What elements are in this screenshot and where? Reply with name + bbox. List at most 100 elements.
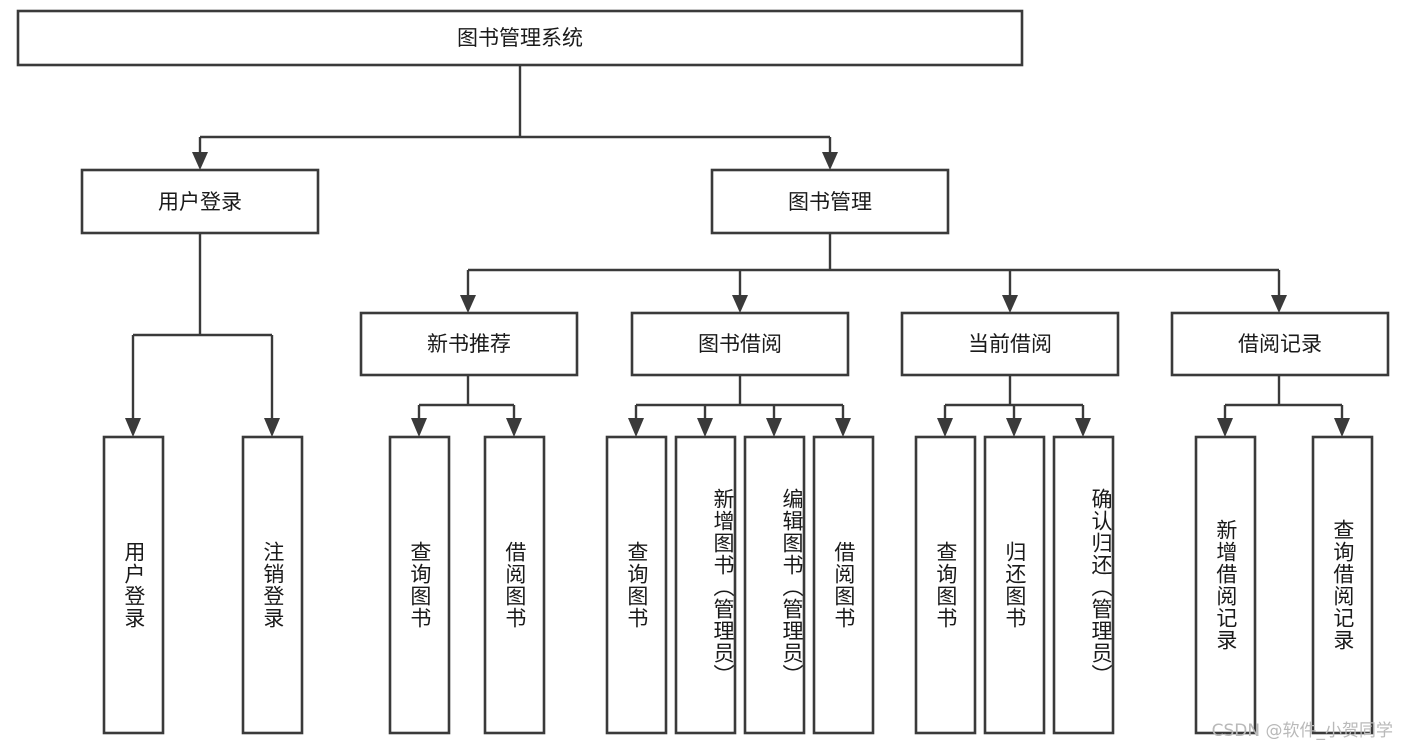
node-leaf-return-book-box[interactable] [983, 435, 1046, 735]
node-leaf-user-logout-label: 注销登录 [260, 541, 285, 629]
node-leaf-query-book-rec-label-wrap: 查询图书 [407, 541, 432, 629]
arrow-head-leaf-return-book [1006, 418, 1022, 437]
node-leaf-borrow-book-rec-label: 借阅图书 [502, 541, 527, 629]
arrow-head-current-borrow [1002, 295, 1018, 313]
node-leaf-query-borrow-record-label-wrap: 查询借阅记录 [1330, 519, 1355, 651]
node-leaf-query-book-current[interactable]: 查询图书 [914, 435, 977, 735]
node-borrow-record[interactable]: 借阅记录 [1170, 311, 1390, 377]
node-leaf-borrow-book-rec[interactable]: 借阅图书 [483, 435, 546, 735]
csdn-watermark: CSDN @软件_小贺同学 [1211, 721, 1393, 741]
node-leaf-query-book-rec[interactable]: 查询图书 [388, 435, 451, 735]
connector-group-current-borrow [937, 375, 1091, 437]
arrow-head-leaf-user-logout [264, 418, 280, 437]
node-user-login[interactable]: 用户登录 [80, 168, 320, 235]
node-leaf-query-book-current-label: 查询图书 [933, 541, 958, 629]
node-leaf-borrow-book[interactable]: 借阅图书 [812, 435, 875, 735]
node-leaf-borrow-book-label: 借阅图书 [831, 541, 856, 629]
node-leaf-query-book-current-box[interactable] [914, 435, 977, 735]
node-leaf-add-borrow-record-box[interactable] [1194, 435, 1257, 735]
node-current-borrow-label: 当前借阅 [968, 332, 1052, 356]
node-leaf-add-borrow-record-label: 新增借阅记录 [1213, 519, 1238, 651]
node-leaf-query-book-borrow[interactable]: 查询图书 [605, 435, 668, 735]
node-leaf-user-logout-box[interactable] [241, 435, 304, 735]
node-leaf-query-borrow-record-box[interactable] [1311, 435, 1374, 735]
node-leaf-confirm-return-admin-label: 确认归还（管理员） [1089, 488, 1113, 686]
node-root[interactable]: 图书管理系统 [16, 9, 1024, 67]
node-leaf-query-book-rec-box[interactable] [388, 435, 451, 735]
node-current-borrow[interactable]: 当前借阅 [900, 311, 1120, 377]
node-leaf-query-book-borrow-box[interactable] [605, 435, 668, 735]
node-leaf-edit-book-admin-label: 编辑图书（管理员） [780, 488, 804, 686]
node-leaf-borrow-book-label-wrap: 借阅图书 [831, 541, 856, 629]
arrow-head-leaf-borrow-book [835, 418, 851, 437]
connector-group-book-management [460, 233, 1287, 313]
node-leaf-add-book-admin-box[interactable] [674, 435, 737, 735]
node-new-book-recommend-box[interactable] [359, 311, 579, 377]
connector-group-user-login [125, 233, 280, 437]
arrow-head-leaf-user-login [125, 418, 141, 437]
arrow-head-leaf-add-borrow-record [1217, 418, 1233, 437]
node-leaf-add-book-admin-label: 新增图书（管理员） [711, 488, 735, 686]
arrow-head-book-management [822, 152, 838, 170]
node-leaf-borrow-book-rec-box[interactable] [483, 435, 546, 735]
node-book-borrow-label: 图书借阅 [698, 332, 782, 356]
node-leaf-edit-book-admin[interactable]: 编辑图书（管理员） [743, 435, 806, 735]
node-leaf-query-book-borrow-label: 查询图书 [624, 541, 649, 629]
node-leaf-confirm-return-admin[interactable]: 确认归还（管理员） [1052, 435, 1115, 735]
node-leaf-user-login-label: 用户登录 [121, 541, 146, 629]
node-leaf-return-book-label: 归还图书 [1002, 541, 1027, 629]
node-leaf-user-logout[interactable]: 注销登录 [241, 435, 304, 735]
node-new-book-recommend[interactable]: 新书推荐 [359, 311, 579, 377]
node-leaf-borrow-book-box[interactable] [812, 435, 875, 735]
node-user-login-label: 用户登录 [158, 190, 242, 214]
arrow-head-new-book-recommend [460, 295, 476, 313]
node-leaf-return-book[interactable]: 归还图书 [983, 435, 1046, 735]
node-root-label: 图书管理系统 [457, 26, 583, 50]
arrow-head-leaf-query-book-current [937, 418, 953, 437]
node-leaf-confirm-return-admin-box[interactable] [1052, 435, 1115, 735]
node-leaf-user-logout-label-wrap: 注销登录 [260, 541, 285, 629]
node-current-borrow-box[interactable] [900, 311, 1120, 377]
arrow-head-leaf-query-book-rec [411, 418, 427, 437]
arrow-head-leaf-query-borrow-record [1334, 418, 1350, 437]
node-leaf-add-borrow-record[interactable]: 新增借阅记录 [1194, 435, 1257, 735]
arrow-head-leaf-query-book-borrow [628, 418, 644, 437]
node-book-borrow[interactable]: 图书借阅 [630, 311, 850, 377]
node-leaf-user-login[interactable]: 用户登录 [102, 435, 165, 735]
arrow-head-leaf-edit-book-admin [766, 418, 782, 437]
node-leaf-edit-book-admin-label-wrap: 编辑图书（管理员） [780, 488, 804, 686]
arrow-head-leaf-borrow-book-rec [506, 418, 522, 437]
node-leaf-add-book-admin-label-wrap: 新增图书（管理员） [711, 488, 735, 686]
node-leaf-query-borrow-record-label: 查询借阅记录 [1330, 519, 1355, 651]
node-leaf-edit-book-admin-box[interactable] [743, 435, 806, 735]
node-book-management-box[interactable] [710, 168, 950, 235]
connector-group-book-borrow [628, 375, 851, 437]
node-leaf-query-book-rec-label: 查询图书 [407, 541, 432, 629]
node-leaf-add-borrow-record-label-wrap: 新增借阅记录 [1213, 519, 1238, 651]
node-book-management[interactable]: 图书管理 [710, 168, 950, 235]
connector-group-new-book-recommend [411, 375, 522, 437]
connector-group-borrow-record [1217, 375, 1350, 437]
node-leaf-user-login-label-wrap: 用户登录 [121, 541, 146, 629]
node-book-borrow-box[interactable] [630, 311, 850, 377]
node-leaf-return-book-label-wrap: 归还图书 [1002, 541, 1027, 629]
node-new-book-recommend-label: 新书推荐 [427, 332, 511, 356]
arrow-head-borrow-record [1271, 295, 1287, 313]
node-book-management-label: 图书管理 [788, 190, 872, 214]
node-leaf-borrow-book-rec-label-wrap: 借阅图书 [502, 541, 527, 629]
node-leaf-add-book-admin[interactable]: 新增图书（管理员） [674, 435, 737, 735]
arrow-head-book-borrow [732, 295, 748, 313]
node-user-login-box[interactable] [80, 168, 320, 235]
node-borrow-record-label: 借阅记录 [1238, 332, 1322, 356]
node-root-box[interactable] [16, 9, 1024, 67]
node-leaf-query-borrow-record[interactable]: 查询借阅记录 [1311, 435, 1374, 735]
arrow-head-leaf-confirm-return-admin [1075, 418, 1091, 437]
node-leaf-query-book-current-label-wrap: 查询图书 [933, 541, 958, 629]
connector-group-root [192, 65, 838, 170]
node-leaf-user-login-box[interactable] [102, 435, 165, 735]
node-leaf-query-book-borrow-label-wrap: 查询图书 [624, 541, 649, 629]
node-borrow-record-box[interactable] [1170, 311, 1390, 377]
node-leaf-confirm-return-admin-label-wrap: 确认归还（管理员） [1089, 488, 1113, 686]
